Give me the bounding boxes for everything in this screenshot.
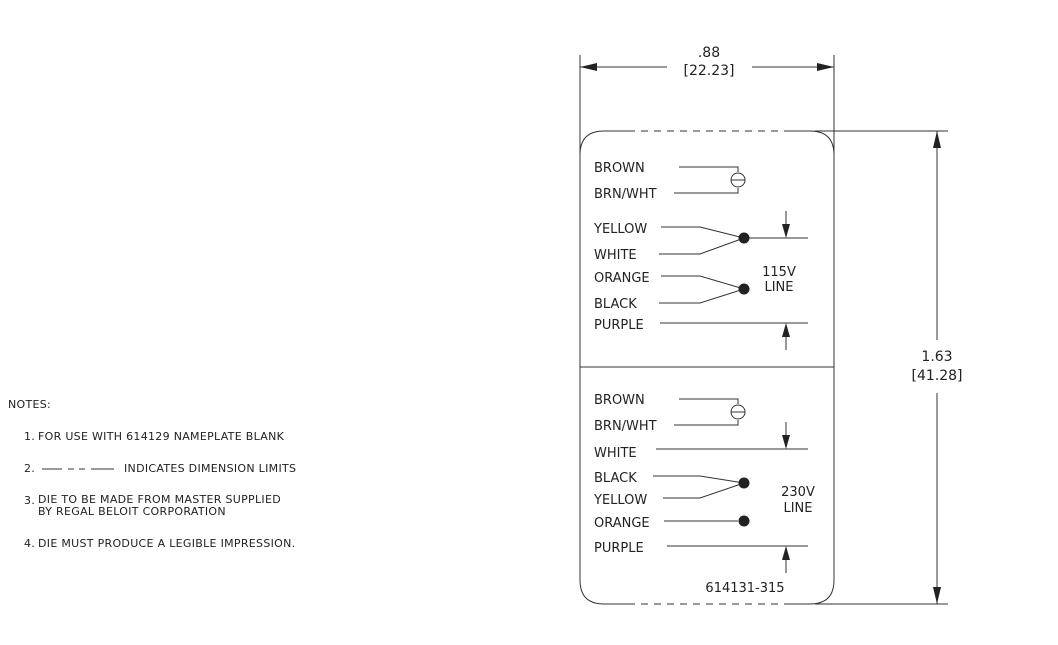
junction-dot xyxy=(738,477,750,489)
note-number: 2. xyxy=(24,462,36,475)
note-number: 1. xyxy=(24,430,36,443)
wire-label: BRN/WHT xyxy=(594,187,657,202)
wire-black xyxy=(659,288,745,304)
wire-label: YELLOW xyxy=(593,493,647,508)
wire-label: ORANGE xyxy=(594,516,650,531)
note-text: FOR USE WITH 614129 NAMEPLATE BLANK xyxy=(38,430,285,443)
wire-brn-wht xyxy=(674,188,739,194)
note-1: 1. FOR USE WITH 614129 NAMEPLATE BLANK xyxy=(24,430,296,443)
wire-orange xyxy=(661,275,745,290)
junction-dot xyxy=(738,283,750,295)
note-text: DIE TO BE MADE FROM MASTER SUPPLIED BY R… xyxy=(38,493,281,518)
arrowhead-icon xyxy=(933,131,941,148)
voltage-label: 115V xyxy=(762,265,796,280)
width-dimension-inches: .88 xyxy=(698,45,720,61)
width-dimension-mm: [22.23] xyxy=(683,63,734,79)
wire-black xyxy=(653,475,745,484)
notes-block: NOTES: 1. FOR USE WITH 614129 NAMEPLATE … xyxy=(8,398,296,569)
height-dimension-inches: 1.63 xyxy=(921,349,952,365)
wire-label: PURPLE xyxy=(594,318,644,333)
wire-label: BROWN xyxy=(594,161,645,176)
dimension-limit-line-sample xyxy=(42,468,114,469)
note-4: 4. DIE MUST PRODUCE A LEGIBLE IMPRESSION… xyxy=(24,537,296,550)
wire-label: BLACK xyxy=(594,297,637,312)
arrowhead-icon xyxy=(782,546,790,560)
wire-label: BROWN xyxy=(594,393,645,408)
wire-brown xyxy=(679,398,739,404)
wire-yellow xyxy=(661,226,745,239)
wire-label: ORANGE xyxy=(594,271,650,286)
note-2: 2. INDICATES DIMENSION LIMITS xyxy=(24,462,296,475)
part-number: 614131-315 xyxy=(705,581,784,596)
wire-white xyxy=(659,237,745,255)
note-number: 4. xyxy=(24,537,36,550)
line-label: LINE xyxy=(764,280,793,295)
note-text: INDICATES DIMENSION LIMITS xyxy=(124,462,297,475)
wire-yellow xyxy=(663,482,745,499)
wire-brown xyxy=(679,166,739,172)
arrowhead-icon xyxy=(782,323,790,337)
arrowhead-icon xyxy=(782,435,790,449)
arrowhead-icon xyxy=(782,224,790,238)
note-3: 3. DIE TO BE MADE FROM MASTER SUPPLIED B… xyxy=(24,494,296,518)
notes-heading: NOTES: xyxy=(8,398,52,411)
wire-label: PURPLE xyxy=(594,541,644,556)
wire-brn-wht xyxy=(674,420,739,426)
wire-label: BLACK xyxy=(594,471,637,486)
wire-label: WHITE xyxy=(594,446,637,461)
note-number: 3. xyxy=(24,494,36,507)
line-label: LINE xyxy=(783,501,812,516)
junction-dot xyxy=(738,515,750,527)
wire-label: BRN/WHT xyxy=(594,419,657,434)
top-panel: BROWN BRN/WHT YELLOW WHITE ORANGE BLACK … xyxy=(593,161,808,350)
wire-label: YELLOW xyxy=(593,222,647,237)
junction-dot xyxy=(738,232,750,244)
bottom-panel: BROWN BRN/WHT WHITE BLACK YELLOW ORANGE … xyxy=(593,393,815,596)
arrowhead-icon xyxy=(817,63,834,71)
arrowhead-icon xyxy=(580,63,597,71)
note-text: DIE MUST PRODUCE A LEGIBLE IMPRESSION. xyxy=(38,537,296,550)
height-dimension-mm: [41.28] xyxy=(911,368,962,384)
nameplate-outline xyxy=(579,130,835,605)
voltage-label: 230V xyxy=(781,485,815,500)
wire-label: WHITE xyxy=(594,248,637,263)
arrowhead-icon xyxy=(933,587,941,604)
